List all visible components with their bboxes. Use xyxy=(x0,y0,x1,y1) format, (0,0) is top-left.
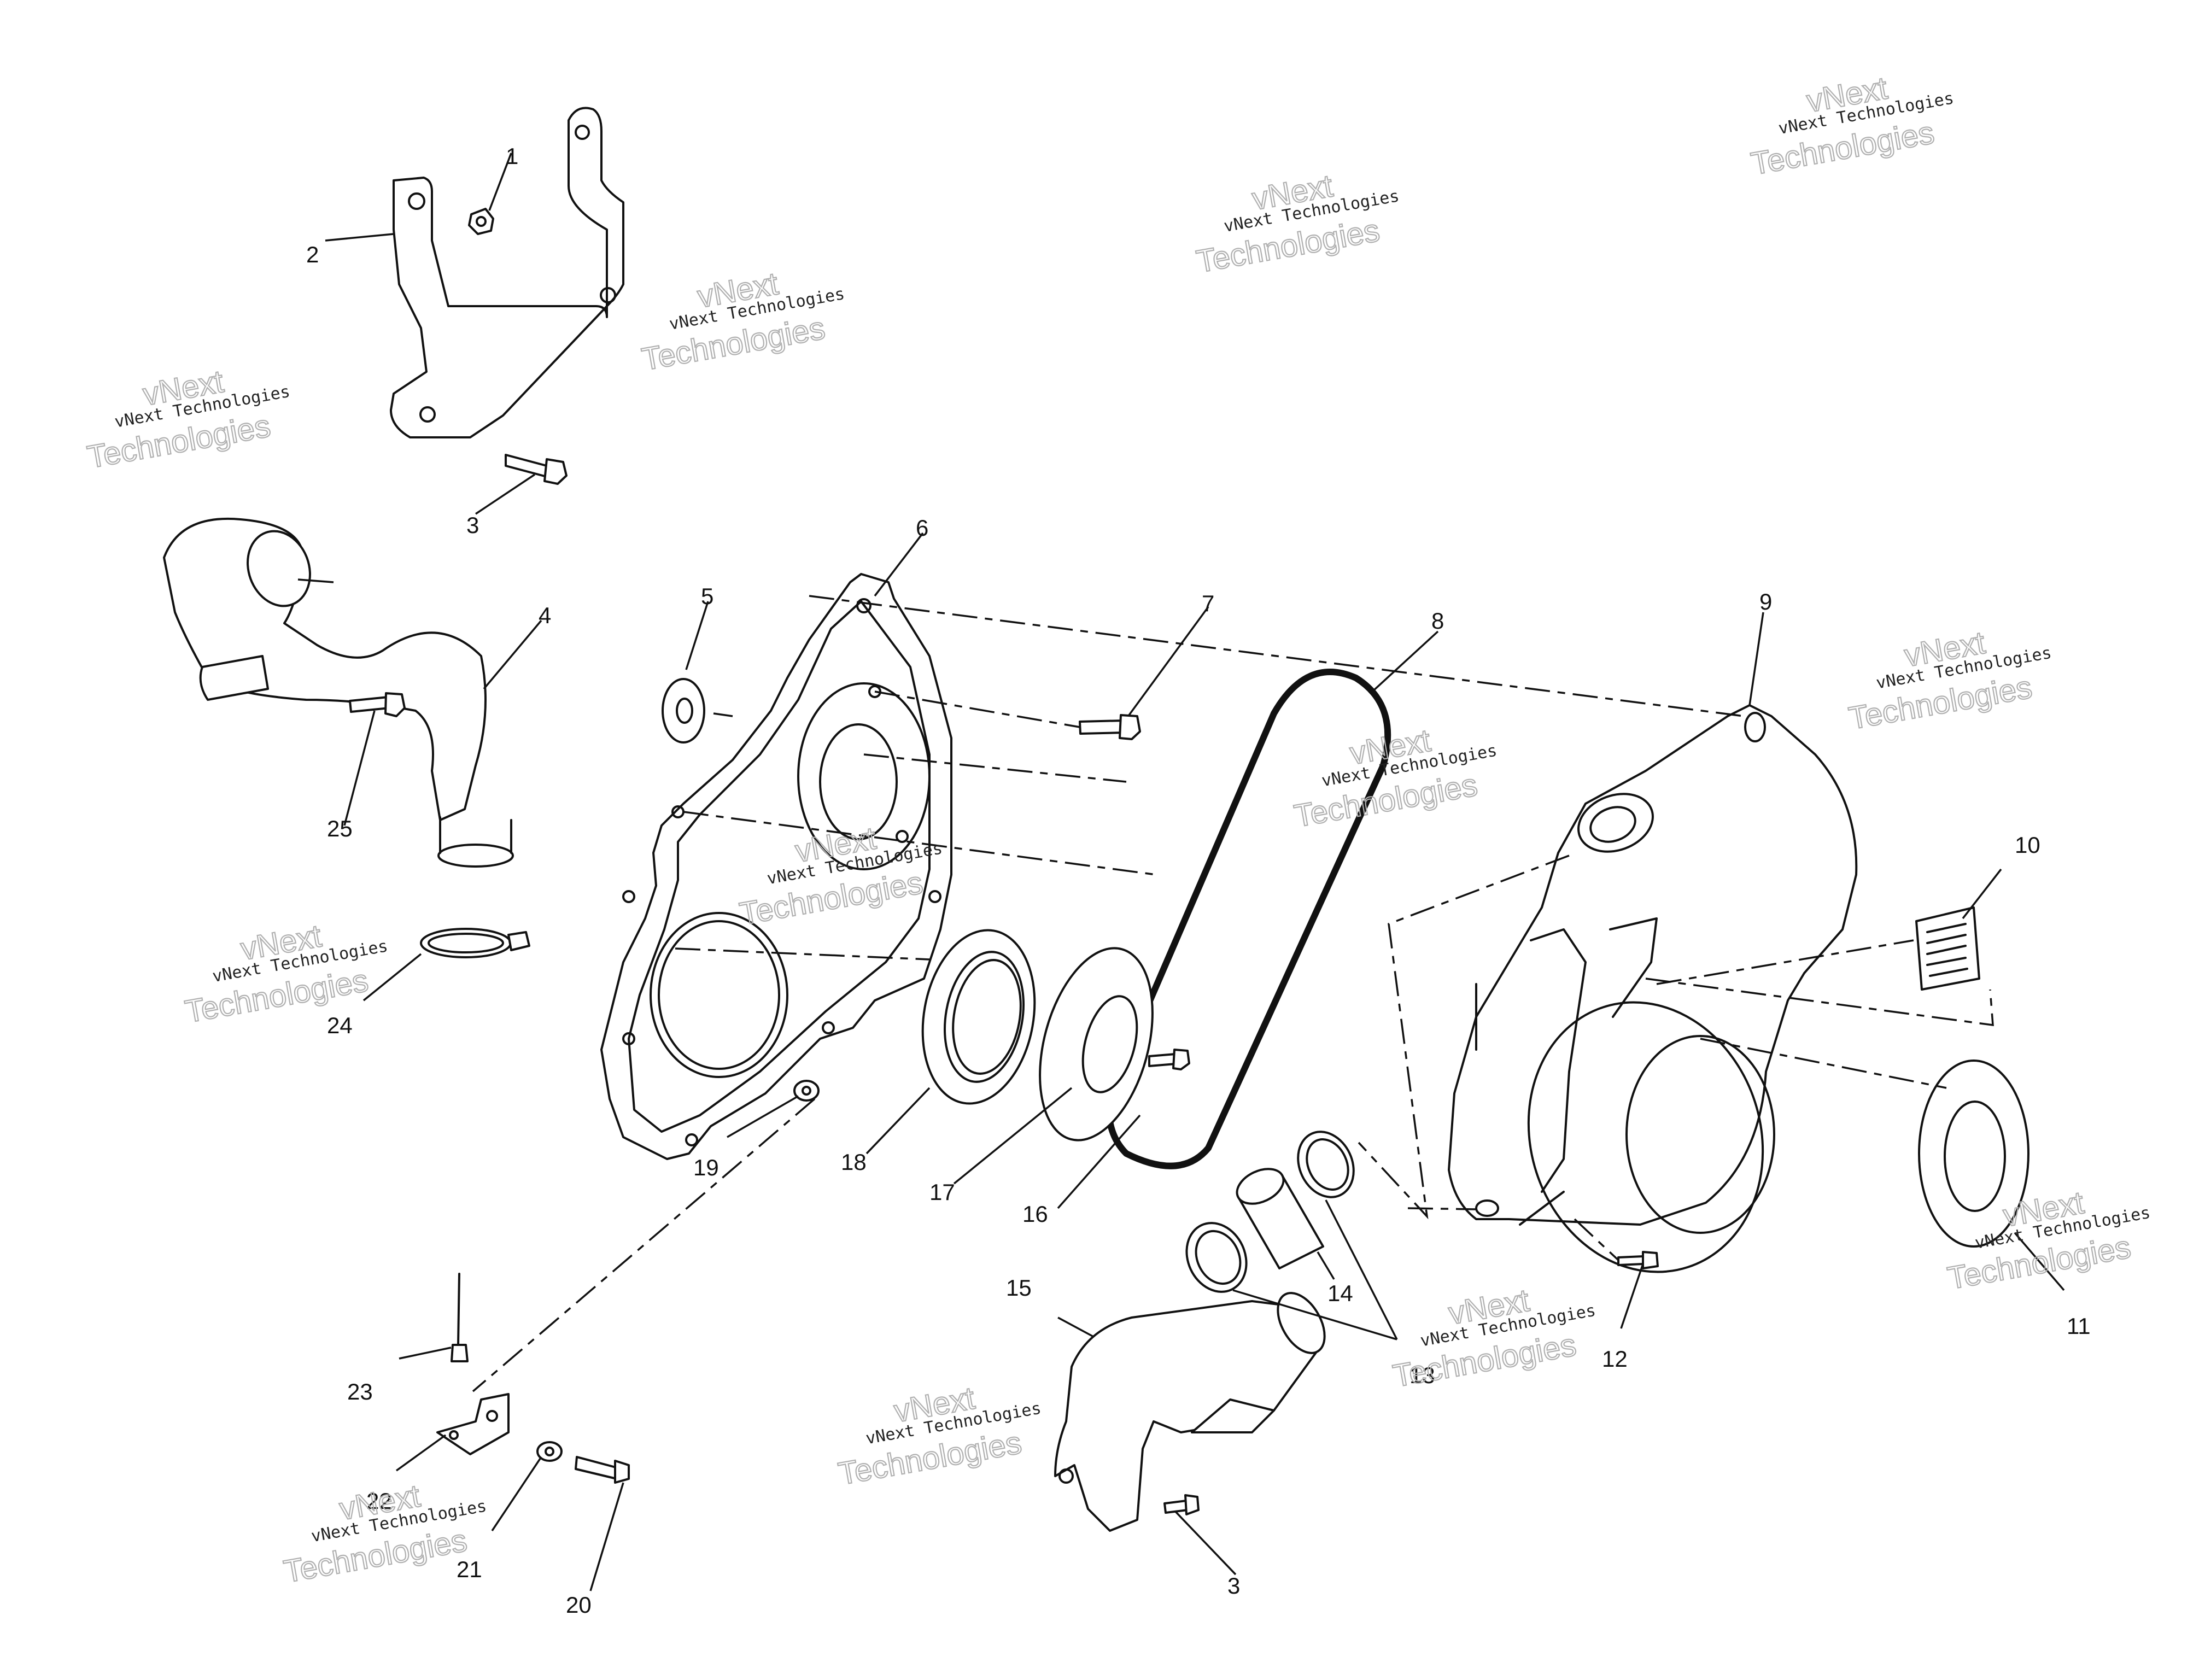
sensor-bracket-assembly xyxy=(436,1273,630,1484)
mounting-bracket xyxy=(390,107,624,438)
callout-19: 19 xyxy=(693,1155,719,1180)
outer-clutch-cover xyxy=(1448,704,1858,1273)
callout-17: 17 xyxy=(929,1179,955,1205)
coupler-part-14 xyxy=(1236,1168,1324,1269)
callout-5: 5 xyxy=(701,583,713,609)
callout-1: 1 xyxy=(506,143,518,169)
nut-part xyxy=(468,208,494,235)
callout-12: 12 xyxy=(1602,1346,1628,1372)
gasket-part-17 xyxy=(1039,947,1154,1142)
clamp-parts-13 xyxy=(1185,1131,1355,1293)
bolt-part-16 xyxy=(1148,1049,1190,1070)
callout-4: 4 xyxy=(539,602,551,628)
washer-part-19 xyxy=(793,1080,820,1102)
spacer-part-11 xyxy=(1918,1059,2029,1248)
callout-3-bottom: 3 xyxy=(1227,1573,1240,1599)
watermark-8: vNext vNext Technologies Technologies xyxy=(1846,624,2053,737)
exit-duct-part-15 xyxy=(1054,1292,1326,1532)
oil-seal-part-18 xyxy=(921,929,1036,1105)
inner-cover-plate xyxy=(600,573,952,1160)
watermark-10: vNext vNext Technologies Technologies xyxy=(835,1380,1043,1492)
screw-part-3-bottom xyxy=(1163,1494,1200,1515)
intake-duct xyxy=(163,517,514,868)
bolt-part-top xyxy=(505,454,568,485)
hose-clamp-24 xyxy=(420,928,530,958)
watermark-5: vNext vNext Technologies Technologies xyxy=(182,917,389,1030)
callout-21: 21 xyxy=(457,1556,482,1582)
callout-13: 13 xyxy=(1409,1362,1435,1388)
callout-24: 24 xyxy=(327,1012,353,1038)
watermark-4: vNext vNext Technologies Technologies xyxy=(1748,69,1955,182)
callout-labels: 1 2 3 4 5 6 7 8 9 10 11 12 13 14 15 16 1… xyxy=(306,143,2091,1618)
callout-22: 22 xyxy=(366,1488,392,1514)
callout-11: 11 xyxy=(2067,1313,2091,1339)
watermark-11: vNext vNext Technologies Technologies xyxy=(1390,1282,1597,1395)
leader-lines xyxy=(297,153,2065,1591)
callout-7: 7 xyxy=(1202,590,1214,616)
callout-23: 23 xyxy=(347,1379,373,1404)
screw-part-12 xyxy=(1617,1251,1659,1269)
callout-6: 6 xyxy=(916,515,928,541)
callout-9: 9 xyxy=(1759,589,1772,614)
callout-25: 25 xyxy=(327,816,353,841)
washer-part-5 xyxy=(662,678,705,744)
callout-20: 20 xyxy=(566,1592,592,1618)
watermark-7: vNext vNext Technologies Technologies xyxy=(1291,722,1498,834)
alignment-lines xyxy=(472,595,1994,1392)
callout-2: 2 xyxy=(306,242,319,267)
callout-18: 18 xyxy=(841,1149,867,1175)
callout-10: 10 xyxy=(2015,832,2040,858)
watermark-1: vNext vNext Technologies Technologies xyxy=(84,363,291,476)
decal-part-10 xyxy=(1915,906,1980,991)
watermark-3: vNext vNext Technologies Technologies xyxy=(1193,167,1400,280)
callout-14: 14 xyxy=(1327,1280,1353,1306)
callout-8: 8 xyxy=(1431,608,1444,634)
callout-3-top: 3 xyxy=(466,512,479,538)
bolt-part-25 xyxy=(349,692,406,717)
bolt-part-7 xyxy=(1079,714,1141,740)
drive-belt xyxy=(1106,668,1391,1169)
watermark-2: vNext vNext Technologies Technologies xyxy=(639,265,846,378)
callout-15: 15 xyxy=(1006,1275,1032,1301)
callout-16: 16 xyxy=(1022,1201,1048,1227)
